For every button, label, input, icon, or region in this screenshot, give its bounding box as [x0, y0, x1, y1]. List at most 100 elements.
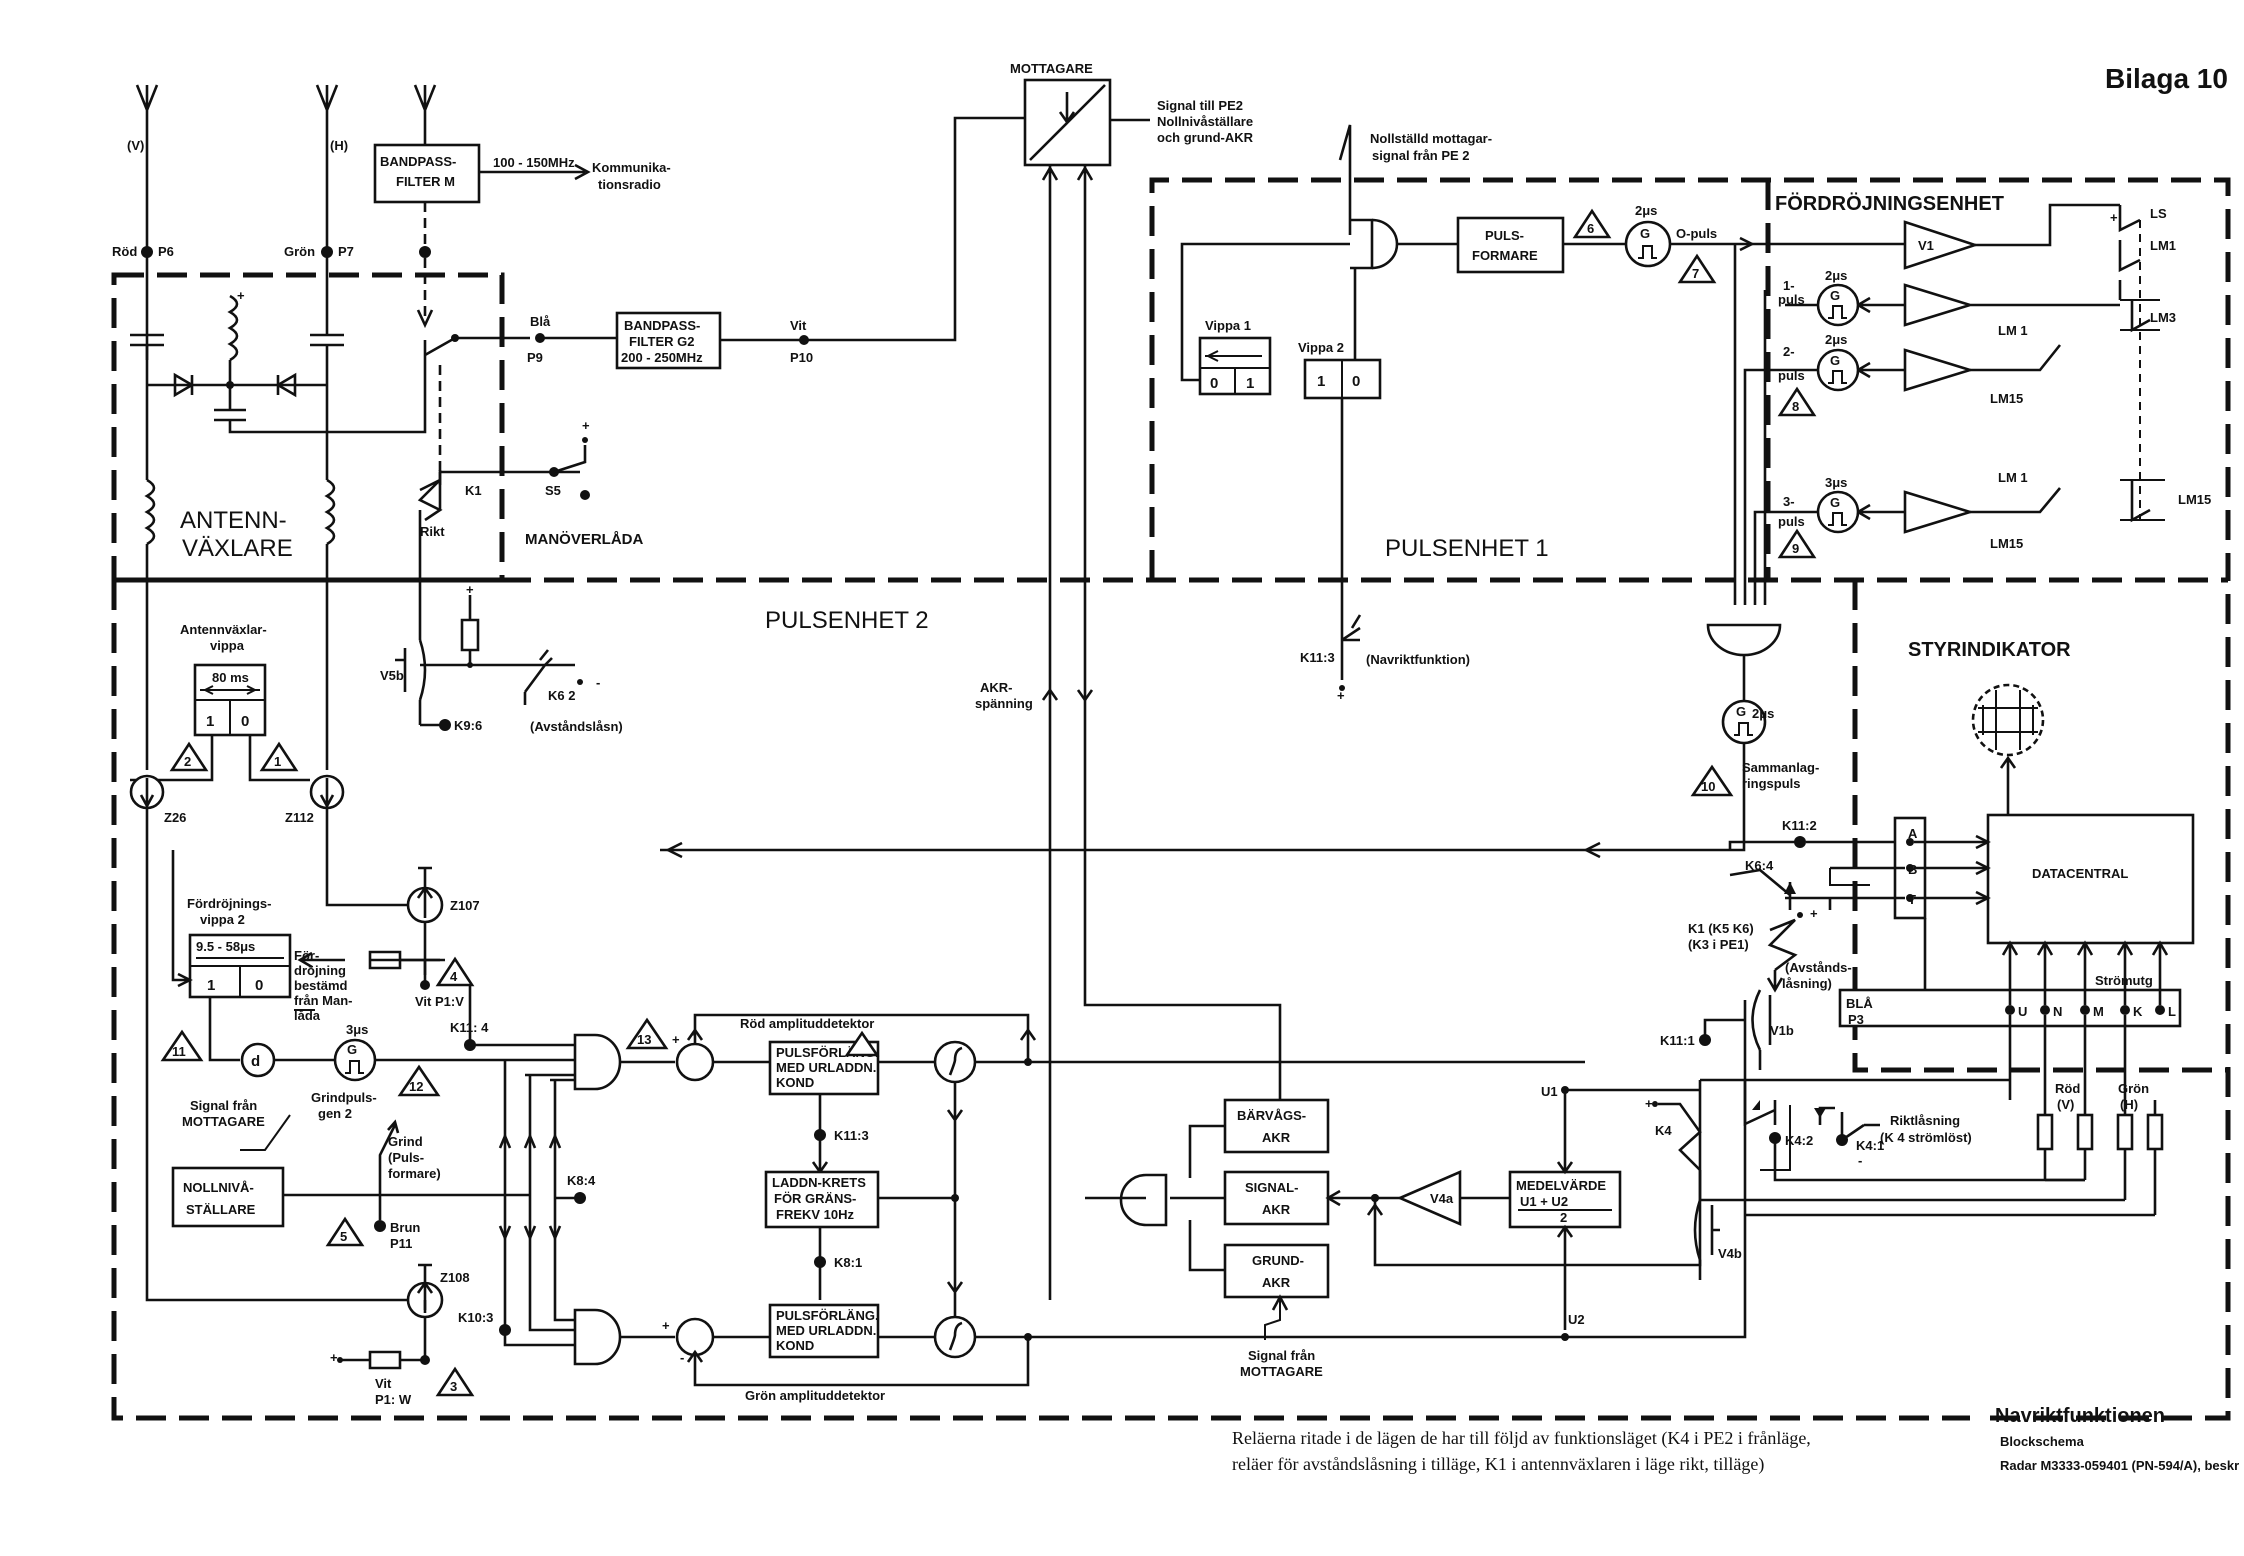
svg-text:G: G [1830, 495, 1840, 510]
svg-text:formare): formare) [388, 1166, 441, 1181]
fordrojningsenhet-blocks: V1 + LS LM1 LM3 LM15 G 2μs 1- puls G 2μs… [1743, 203, 2211, 605]
svg-text:K4: K4 [1655, 1123, 1672, 1138]
svg-text:låda: låda [294, 1008, 321, 1023]
svg-text:LM 1: LM 1 [1998, 323, 2028, 338]
svg-text:puls: puls [1778, 514, 1805, 529]
svg-text:Grindpuls-: Grindpuls- [311, 1090, 377, 1105]
svg-text:O-puls: O-puls [1676, 226, 1717, 241]
k11-k6-relays: K11:2 K6:4 K1 (K5 K6) (K3 i PE1) + (Avst… [1660, 818, 1895, 1070]
medelvarde: MEDELVÄRDE U1 + U2 2 U1 U2 [1508, 1084, 1700, 1341]
svg-text:P7: P7 [338, 244, 354, 259]
svg-text:K6 2: K6 2 [548, 688, 575, 703]
svg-text:Kommunika-: Kommunika- [592, 160, 671, 175]
svg-text:4: 4 [450, 969, 458, 984]
svg-text:DATACENTRAL: DATACENTRAL [2032, 866, 2128, 881]
svg-text:U1: U1 [1541, 1084, 1558, 1099]
svg-text:vippa: vippa [210, 638, 245, 653]
svg-text:A: A [1908, 826, 1918, 841]
svg-text:+: + [582, 418, 590, 433]
svg-text:(V): (V) [2057, 1097, 2074, 1112]
marker-6: 6 [1572, 208, 1612, 239]
label-akr-2: spänning [975, 696, 1033, 711]
marker-9: 9 [1777, 528, 1817, 559]
svg-text:BANDPASS-: BANDPASS- [380, 154, 456, 169]
svg-text:FORMARE: FORMARE [1472, 248, 1538, 263]
svg-text:PULS-: PULS- [1485, 228, 1524, 243]
svg-text:(Avståndslåsn): (Avståndslåsn) [530, 719, 623, 734]
marker-5: 5 [325, 1216, 365, 1247]
nollnivastallare: Signal från MOTTAGARE NOLLNIVÅ- STÄLLARE… [171, 1098, 530, 1251]
svg-text:från Man-: från Man- [294, 993, 353, 1008]
k11-3-navrikt: K11:3 (Navriktfunktion) + [1300, 605, 1470, 703]
svg-text:-: - [1858, 1153, 1862, 1168]
svg-text:tionsradio: tionsradio [598, 177, 661, 192]
svg-text:AKR: AKR [1262, 1275, 1291, 1290]
svg-text:Antennväxlar-: Antennväxlar- [180, 622, 267, 637]
pulsenhet1-blocks: Nollställd mottagar- signal från PE 2 Vi… [1180, 124, 1755, 605]
svg-text:-: - [596, 675, 600, 690]
marker-1: 1 [259, 741, 299, 772]
svg-text:K11:3: K11:3 [1300, 650, 1335, 665]
svg-text:0: 0 [1352, 373, 1360, 390]
region-borders [111, 177, 2231, 1421]
svg-text:G: G [1640, 226, 1650, 241]
svg-text:P1: W: P1: W [375, 1392, 412, 1407]
marker-8: 8 [1777, 386, 1817, 417]
svg-text:Vippa 2: Vippa 2 [1298, 340, 1344, 355]
marker-14 [844, 1030, 880, 1057]
svg-text:FILTER G2: FILTER G2 [629, 334, 694, 349]
svg-text:Z112: Z112 [285, 810, 314, 825]
marker-13: 13 [625, 1017, 669, 1050]
svg-text:Röd: Röd [112, 244, 137, 259]
svg-text:PULSFÖRLÄNG.: PULSFÖRLÄNG. [776, 1308, 879, 1323]
styrindikator: DATACENTRAL A B T Strömutg BLÅ P3 U N M … [1700, 683, 2195, 1217]
svg-text:BANDPASS-: BANDPASS- [624, 318, 700, 333]
svg-text:NOLLNIVÅ-: NOLLNIVÅ- [183, 1180, 254, 1195]
svg-text:Signal från: Signal från [190, 1098, 257, 1113]
marker-12: 12 [397, 1064, 441, 1097]
region-fordrojningsenhet: FÖRDRÖJNINGSENHET [1775, 192, 2004, 215]
svg-text:K4:2: K4:2 [1785, 1133, 1813, 1148]
relay-k1: K1 Rikt S5 + [417, 334, 590, 640]
svg-text:3-: 3- [1783, 494, 1795, 509]
svg-text:2μs: 2μs [1752, 706, 1774, 721]
svg-text:MOTTAGARE: MOTTAGARE [1010, 61, 1093, 76]
svg-text:L: L [2168, 1004, 2176, 1019]
svg-text:V1: V1 [1918, 238, 1934, 253]
svg-text:låsning): låsning) [1782, 976, 1832, 991]
svg-text:(H): (H) [330, 138, 348, 153]
svg-text:FILTER M: FILTER M [396, 174, 455, 189]
svg-text:P6: P6 [158, 244, 174, 259]
svg-text:3μs: 3μs [346, 1022, 368, 1037]
svg-text:K: K [2133, 1004, 2143, 1019]
fordrojnings-vippa-2: Fördröjnings- vippa 2 9.5 - 58μs 1 0 För… [171, 850, 575, 1121]
svg-text:6: 6 [1587, 221, 1594, 236]
svg-text:N: N [2053, 1004, 2062, 1019]
svg-text:3μs: 3μs [1825, 475, 1847, 490]
svg-text:signal från PE 2: signal från PE 2 [1372, 148, 1470, 163]
sammanlagring: G 2μs Sammanlag- ringspuls [660, 623, 1819, 859]
svg-text:K1 (K5 K6): K1 (K5 K6) [1688, 921, 1754, 936]
svg-text:K6:4: K6:4 [1745, 858, 1774, 873]
svg-text:K11:2: K11:2 [1782, 818, 1817, 833]
label-vit: Vit [790, 318, 807, 333]
svg-text:Z107: Z107 [450, 898, 480, 913]
svg-text:10: 10 [1701, 779, 1715, 794]
svg-text:K4:1: K4:1 [1856, 1138, 1884, 1153]
svg-text:MED URLADDN.: MED URLADDN. [776, 1060, 876, 1075]
svg-text:Fördröjnings-: Fördröjnings- [187, 896, 272, 911]
svg-text:+: + [466, 582, 474, 597]
svg-text:K8:1: K8:1 [834, 1255, 862, 1270]
marker-10: 10 [1690, 764, 1734, 797]
caption-line-2: reläer för avståndslåsning i tilläge, K1… [1232, 1454, 1764, 1475]
svg-text:2μs: 2μs [1825, 268, 1847, 283]
svg-text:+: + [662, 1318, 670, 1333]
svg-text:Grön: Grön [2118, 1081, 2149, 1096]
svg-text:V5b: V5b [380, 668, 404, 683]
svg-text:LM3: LM3 [2150, 310, 2176, 325]
svg-text:+: + [2110, 210, 2118, 225]
marker-11: 11 [160, 1029, 204, 1062]
svg-text:d: d [251, 1053, 260, 1070]
bandpass-filter-m: BANDPASS- FILTER M 100 - 150MHz 100 - 15… [373, 143, 671, 329]
